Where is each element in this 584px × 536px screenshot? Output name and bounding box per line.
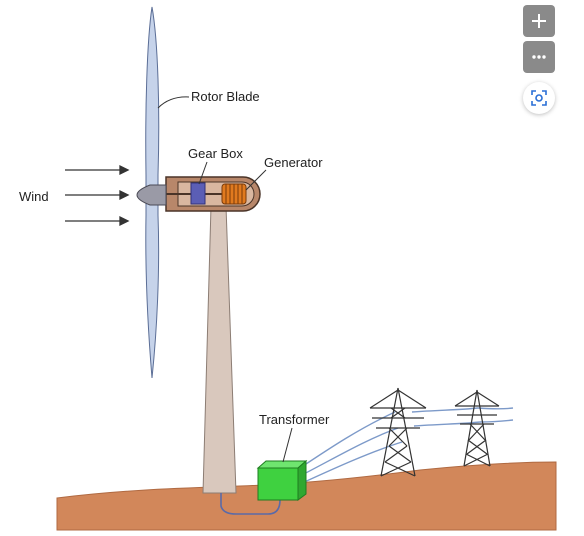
plus-icon [532,14,546,28]
more-icon [532,55,546,59]
underground-cable [220,493,281,515]
rotor-blade-label: Rotor Blade [191,89,260,104]
transmission-tower-1 [369,387,427,477]
gear-box-label: Gear Box [188,146,243,161]
generator-label: Generator [264,155,323,170]
transformer [256,459,308,501]
transformer-label: Transformer [259,412,330,427]
generator [221,183,247,205]
gear-box-leader [198,161,208,185]
generator-leader [245,169,267,191]
rotor-hub [136,184,167,206]
add-button[interactable] [523,5,555,37]
gear-box [190,182,206,205]
transformer-leader [282,427,293,463]
power-lines [299,407,514,485]
tower [202,205,237,494]
more-options-button[interactable] [523,41,555,73]
wind-label: Wind [19,189,49,204]
transmission-tower-2 [454,389,500,467]
ground [56,461,557,531]
visual-search-icon [531,90,547,106]
visual-search-button[interactable] [523,82,555,114]
wind-arrows [65,164,130,227]
rotor-blade-leader [157,96,190,109]
